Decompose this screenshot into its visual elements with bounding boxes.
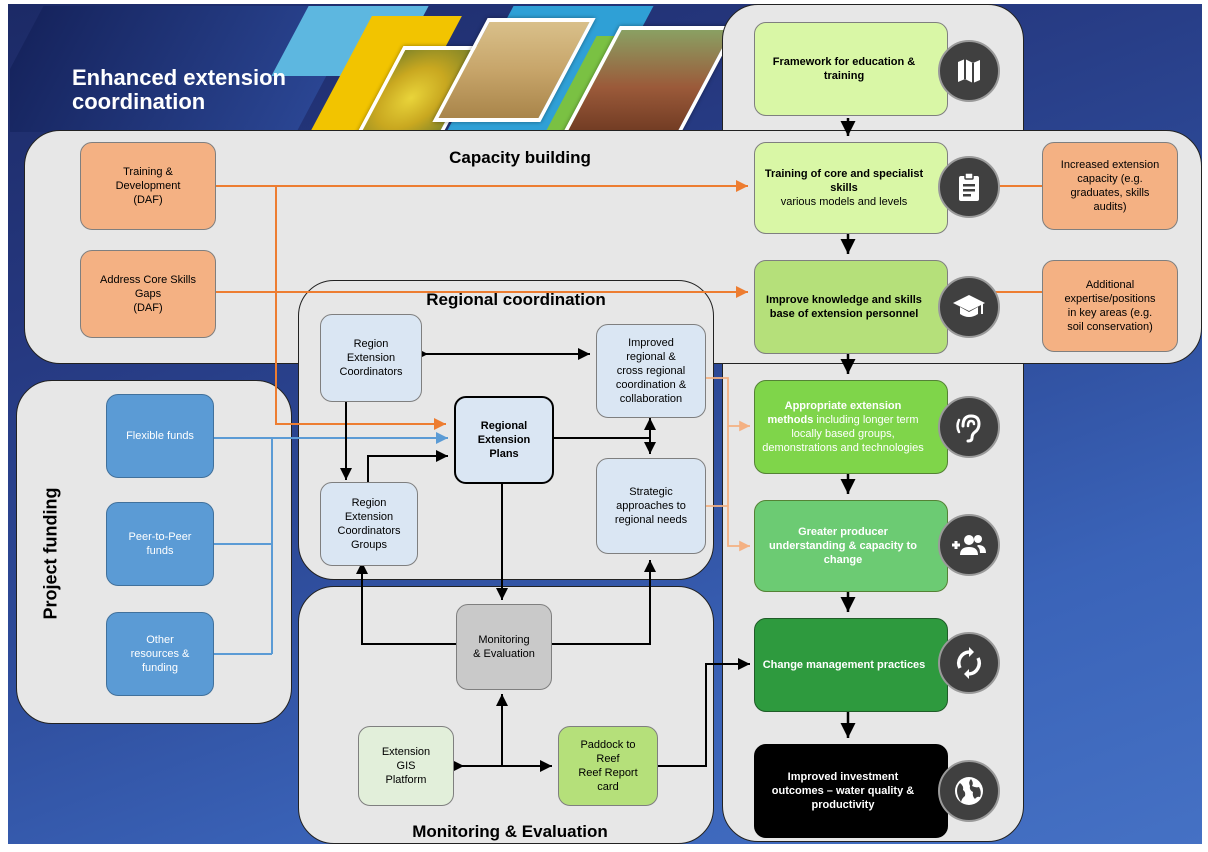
change-management-box: Change management practices [754, 618, 948, 712]
arrow [706, 377, 750, 432]
box-line: Appropriate extension methods [767, 400, 902, 426]
box-line: funding [141, 662, 179, 674]
banner: Enhanced extension coordination [10, 6, 740, 132]
ear-icon [938, 396, 1000, 458]
investment-outcomes-box: Improved investment outcomes – water qua… [754, 744, 948, 838]
box-line: regional needs [614, 514, 688, 526]
globe-icon [938, 760, 1000, 822]
box-line: audits) [1093, 201, 1127, 213]
other-resources-box: Other resources & funding [106, 612, 214, 696]
box-line: Increased extension [1060, 159, 1160, 171]
box-line: collaboration [619, 393, 683, 405]
box-line: Change management practices [762, 659, 926, 671]
monitoring-evaluation-box: Monitoring & Evaluation [456, 604, 552, 690]
additional-expertise-box: Additional expertise/positions in key area… [1042, 260, 1178, 352]
box-line: funds [146, 545, 174, 557]
box-line: Training of core and specialist skills [764, 168, 924, 194]
framework-education-box: Framework for education & training [754, 22, 948, 116]
box-line: Improved investment outcomes – water qua… [771, 771, 915, 811]
map-icon [938, 40, 1000, 102]
box-line: Reef Report [578, 767, 638, 779]
box-line: Framework for education & training [772, 56, 916, 82]
box-line: in key areas (e.g. [1067, 307, 1153, 319]
box-line: Coordinators [339, 366, 403, 378]
increased-capacity-box: Increased extension capacity (e.g. graduat… [1042, 142, 1178, 230]
box-line: Reef [596, 753, 620, 765]
box-line: Region [353, 338, 389, 350]
box-line: resources & [130, 648, 190, 660]
box-line: card [597, 781, 619, 793]
box-line: Other [146, 634, 174, 646]
box-line: Additional [1085, 279, 1135, 291]
box-line: approaches to [616, 500, 686, 512]
training-development-box: Training & Development (DAF) [80, 142, 216, 230]
banner-title-line: Enhanced extension [72, 65, 286, 90]
box-line: coordination & [615, 379, 687, 391]
box-line: Peer-to-Peer [128, 531, 192, 543]
box-line: Training & [123, 166, 173, 178]
box-line: Gaps [134, 288, 162, 300]
box-line: Region [351, 497, 387, 509]
box-line: Improve knowledge and skills base of ext… [766, 294, 922, 320]
box-line: Paddock to [580, 739, 636, 751]
box-line: Development [115, 180, 181, 192]
banner-title-line: coordination [72, 89, 206, 114]
box-line: expertise/positions [1064, 293, 1156, 305]
box-line: Strategic [629, 486, 673, 498]
arrow [706, 505, 750, 552]
box-line: Extension [477, 434, 531, 446]
box-line: Regional [480, 420, 528, 432]
improve-knowledge-box: Improve knowledge and skills base of ext… [754, 260, 948, 354]
strategic-approaches-box: Strategic approaches to regional needs [596, 458, 706, 554]
box-line: Monitoring [478, 634, 530, 646]
box-line: Address Core Skills [100, 274, 196, 286]
improved-coordination-box: Improved regional & cross regional coordina… [596, 324, 706, 418]
box-line: Plans [489, 448, 519, 460]
arrow [275, 186, 446, 430]
box-line: soil conservation) [1067, 321, 1153, 333]
box-line: including longer term locally based grou… [762, 414, 924, 454]
box-line: (DAF) [133, 194, 163, 206]
arrow [552, 560, 656, 645]
box-line: regional & [626, 351, 676, 363]
peer-to-peer-funds-box: Peer-to-Peer funds [106, 502, 214, 586]
box-line: Flexible funds [126, 430, 194, 442]
clipboard-icon [938, 156, 1000, 218]
box-line: Extension [346, 352, 396, 364]
add-people-icon [938, 514, 1000, 576]
banner-title: Enhanced extension coordination [72, 66, 286, 114]
box-line: GIS [396, 760, 416, 772]
arrow [356, 562, 456, 645]
box-line: Extension [381, 746, 431, 758]
flexible-funds-box: Flexible funds [106, 394, 214, 478]
training-core-skills-box: Training of core and specialist skills va… [754, 142, 948, 234]
sync-icon [938, 632, 1000, 694]
arrow [367, 450, 448, 482]
regional-coordination-title: Regional coordination [426, 290, 606, 309]
box-line: Improved [628, 337, 674, 349]
graduation-cap-icon [938, 276, 1000, 338]
box-line: capacity (e.g. [1077, 173, 1143, 185]
box-line: Platform [385, 774, 427, 786]
arrow [658, 658, 750, 767]
monitoring-evaluation-title: Monitoring & Evaluation [412, 822, 608, 841]
box-line: & Evaluation [473, 648, 535, 660]
box-line: (DAF) [133, 302, 163, 314]
box-line: Groups [350, 539, 388, 551]
producer-understanding-box: Greater producer understanding & capacit… [754, 500, 948, 592]
box-line: Greater producer understanding & capacit… [769, 526, 917, 566]
capacity-building-title: Capacity building [449, 148, 591, 167]
box-line: graduates, skills [1070, 187, 1150, 199]
box-line: cross regional [616, 365, 686, 377]
box-line: various models and levels [780, 196, 908, 208]
box-line: Extension [344, 511, 394, 523]
extension-methods-box: Appropriate extension methods including … [754, 380, 948, 474]
box-line: Coordinators [337, 525, 401, 537]
